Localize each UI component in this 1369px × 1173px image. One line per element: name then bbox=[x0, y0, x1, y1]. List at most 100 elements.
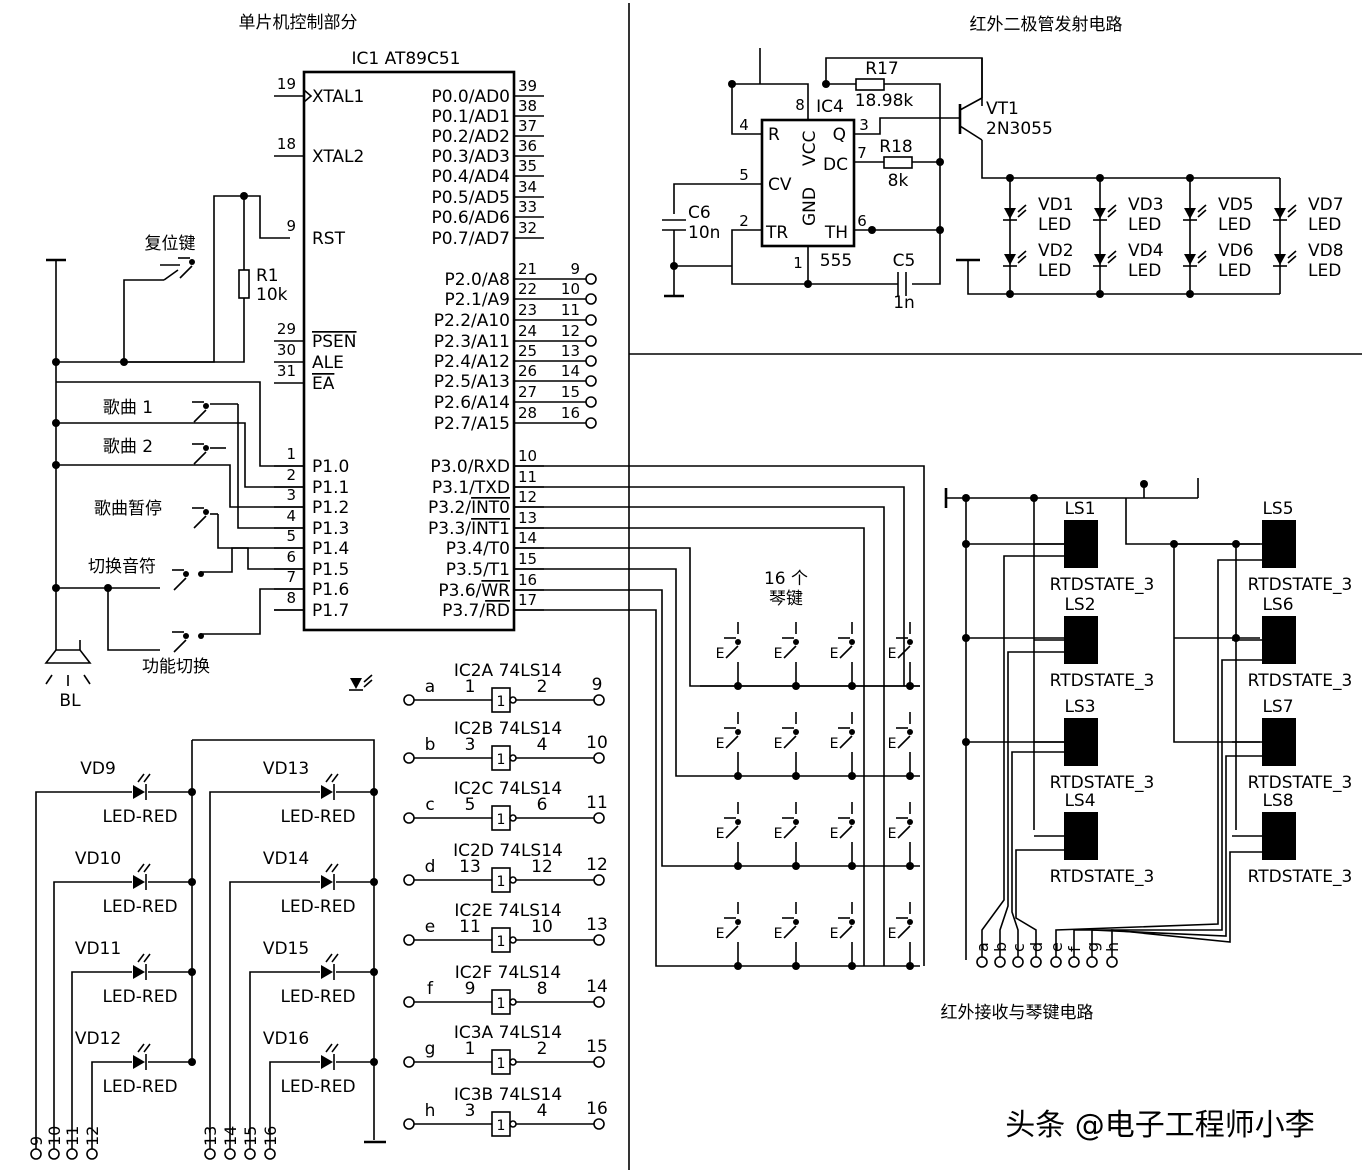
inverter-symbol: 1 bbox=[497, 996, 506, 1012]
section-title-ir-tx: 红外二极管发射电路 bbox=[970, 15, 1123, 35]
ic1-pin-number: 32 bbox=[518, 219, 537, 237]
piano-key-switch bbox=[782, 727, 799, 749]
receiver-terminal-label: a bbox=[973, 942, 992, 952]
red-led-name: VD11 bbox=[75, 939, 121, 959]
piano-key-switch bbox=[782, 817, 799, 839]
switch-lever bbox=[725, 925, 739, 939]
switch-contact bbox=[198, 571, 204, 577]
led-triangle bbox=[350, 678, 362, 689]
receiver-terminal bbox=[1086, 956, 1098, 968]
inverter-in-net: b bbox=[425, 735, 436, 755]
led-ray bbox=[1287, 250, 1297, 259]
receiver-output-wire bbox=[1111, 851, 1262, 960]
ic1-pin-name: P2.1/A9 bbox=[445, 290, 510, 310]
ic1-pin-number: 15 bbox=[518, 550, 537, 568]
ic4-pin-num: 2 bbox=[739, 212, 749, 230]
key-e-mark: E bbox=[716, 736, 725, 752]
led-ray bbox=[363, 679, 373, 688]
led-matrix-terminal-label: 13 bbox=[201, 1126, 220, 1146]
receiver-output-wire bbox=[1015, 849, 1064, 960]
inverter-in-net: h bbox=[425, 1101, 436, 1121]
p2-terminal bbox=[585, 375, 597, 387]
ic1-pin-name: P1.7 bbox=[312, 601, 349, 621]
led-ray bbox=[325, 773, 333, 783]
ic1-pin-name: P3.2/INT0 bbox=[428, 498, 510, 518]
receiver-output-wire bbox=[981, 555, 1064, 960]
led-triangle bbox=[1184, 254, 1196, 265]
ic4-pin-tr: TR bbox=[765, 223, 788, 243]
red-led-name: VD13 bbox=[263, 759, 309, 779]
junction-dot bbox=[962, 738, 970, 746]
red-led-type: LED-RED bbox=[280, 987, 355, 1007]
ic1-pin-name: P2.0/A8 bbox=[445, 270, 510, 290]
inverter-in-pin: 13 bbox=[459, 857, 481, 877]
p2-terminal bbox=[585, 293, 597, 305]
red-led-wire bbox=[71, 971, 132, 1150]
ic1-pin-number: 24 bbox=[518, 322, 537, 340]
receiver-terminal bbox=[1012, 956, 1024, 968]
junction-dot bbox=[822, 80, 830, 88]
switch-lever bbox=[783, 645, 797, 659]
switch-lever bbox=[193, 451, 207, 465]
inverter-title: IC2F 74LS14 bbox=[455, 963, 561, 983]
switch-contact bbox=[849, 919, 855, 925]
ic1-pin-number: 22 bbox=[518, 280, 537, 298]
receiver-name: LS3 bbox=[1064, 697, 1095, 717]
led-ray bbox=[331, 953, 339, 963]
junction-dot bbox=[728, 80, 736, 88]
junction-dot bbox=[1140, 480, 1148, 488]
led-ray bbox=[137, 953, 145, 963]
ic4-pin-vcc: VCC bbox=[800, 131, 820, 166]
inverter-in-pin: 9 bbox=[465, 979, 476, 999]
pause-switch bbox=[192, 507, 209, 529]
switch-lever bbox=[897, 925, 911, 939]
switch-lever bbox=[839, 925, 853, 939]
led-ray bbox=[1197, 204, 1207, 213]
led-matrix-terminal bbox=[264, 1148, 276, 1160]
red-led-junction bbox=[188, 788, 196, 796]
junction-dot bbox=[962, 540, 970, 548]
red-led-name: VD15 bbox=[263, 939, 309, 959]
ic1-pin-number: 25 bbox=[518, 342, 537, 360]
inverter-out-net: 15 bbox=[586, 1037, 608, 1057]
switch-lever bbox=[783, 735, 797, 749]
ir-led-type: LED bbox=[1218, 215, 1251, 235]
ir-led-vd1 bbox=[1003, 204, 1027, 221]
ir-led-type: LED bbox=[1128, 215, 1161, 235]
led-ray bbox=[1197, 209, 1207, 218]
switch-lever bbox=[783, 825, 797, 839]
inverter-title: IC2B 74LS14 bbox=[454, 719, 562, 739]
junction-dot bbox=[52, 358, 60, 366]
ic1-pin-name: P1.3 bbox=[312, 519, 349, 539]
key-junction bbox=[848, 772, 856, 780]
receiver-ls2 bbox=[1064, 616, 1098, 664]
red-led-type: LED-RED bbox=[280, 1077, 355, 1097]
piano-key-switch bbox=[724, 917, 741, 939]
junction-dot bbox=[962, 634, 970, 642]
key-junction bbox=[734, 682, 742, 690]
ic1-pin-name: P3.7/RD bbox=[442, 601, 510, 621]
ir-led-type: LED bbox=[1308, 215, 1341, 235]
receiver-output-wire bbox=[1091, 755, 1262, 960]
led-triangle bbox=[1004, 208, 1016, 219]
inverter-input-terminal bbox=[403, 1118, 415, 1130]
junction-dot bbox=[52, 419, 60, 427]
inverter-symbol: 1 bbox=[497, 1056, 506, 1072]
led-triangle bbox=[133, 965, 145, 979]
ic1-pin-number: 1 bbox=[286, 445, 296, 463]
ir-led-type: LED bbox=[1128, 261, 1161, 281]
led-triangle bbox=[133, 785, 145, 799]
switch-lever bbox=[897, 735, 911, 749]
switch-contact bbox=[793, 819, 799, 825]
red-led-type: LED-RED bbox=[102, 807, 177, 827]
ic1-pin-name: P3.3/INT1 bbox=[428, 519, 510, 539]
switch-contact bbox=[203, 509, 209, 515]
red-led-name: VD14 bbox=[263, 849, 309, 869]
switch-lever bbox=[839, 825, 853, 839]
led-triangle bbox=[321, 875, 333, 889]
inverter-bubble bbox=[509, 876, 517, 884]
inverter-out-pin: 8 bbox=[537, 979, 548, 999]
key-junction bbox=[792, 772, 800, 780]
led-triangle bbox=[321, 785, 333, 799]
